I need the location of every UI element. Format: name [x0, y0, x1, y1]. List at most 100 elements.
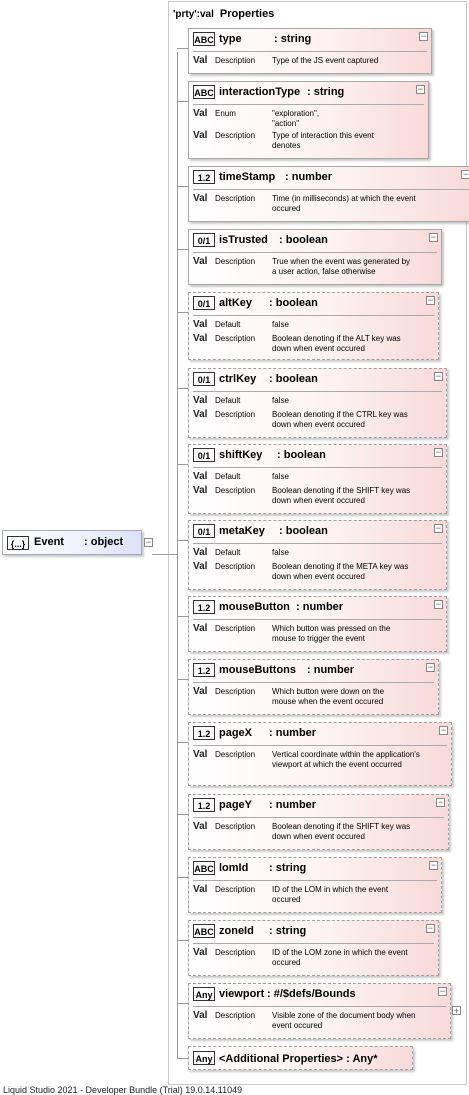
property-type: : number [269, 799, 317, 811]
attribute-label: Description [215, 750, 256, 759]
collapse-button[interactable]: − [434, 523, 443, 533]
attribute-label: Description [215, 257, 256, 266]
val-icon: Val [193, 623, 208, 634]
attribute-value: Which button was pressed on the mouse to… [272, 624, 391, 643]
property-connector [177, 679, 188, 680]
val-icon: Val [193, 686, 208, 697]
collapse-button[interactable]: − [426, 923, 435, 933]
card-divider [193, 880, 437, 881]
property-connector [177, 814, 188, 815]
property-name: mouseButtons [219, 664, 296, 676]
attribute-label: Default [215, 396, 241, 405]
attribute-value: Type of the JS event captured [272, 56, 379, 65]
collapse-button[interactable]: − [436, 797, 445, 807]
collapse-button[interactable]: − [434, 599, 443, 609]
collapse-button[interactable]: − [439, 725, 448, 735]
connector-trunk [177, 52, 178, 1058]
attribute-value: false [272, 472, 289, 481]
additional-properties-node[interactable]: Any<Additional Properties> : Any* [188, 1046, 413, 1070]
footer-status: Liquid Studio 2021 - Developer Bundle (T… [3, 1085, 243, 1095]
collapse-button[interactable]: − [429, 860, 438, 870]
val-icon: Val [193, 821, 208, 832]
attribute-label: Description [215, 948, 256, 957]
properties-prefix: 'prty':val [173, 9, 214, 20]
attribute-value: Boolean denoting if the CTRL key was dow… [272, 410, 408, 429]
card-divider [193, 817, 444, 818]
property-connector [177, 742, 188, 743]
card-divider [193, 51, 427, 52]
type-icon-12: 1.2 [193, 170, 215, 184]
attribute-label: Description [215, 562, 256, 571]
property-name: viewport [219, 988, 265, 1000]
property-connector [177, 48, 188, 49]
property-connector [177, 877, 188, 878]
type-icon-01: 0/1 [193, 448, 215, 462]
collapse-button[interactable]: − [434, 371, 443, 381]
property-name: zoneId [219, 925, 254, 937]
type-icon-12: 1.2 [193, 663, 215, 677]
collapse-button[interactable]: − [438, 986, 447, 996]
val-icon: Val [193, 108, 208, 119]
event-type: : object [84, 536, 124, 548]
attribute-label: Description [215, 56, 256, 65]
collapse-button[interactable]: − [426, 662, 435, 672]
attribute-label: Description [215, 131, 256, 140]
card-divider [193, 104, 424, 105]
properties-header: 'prty':val Properties [173, 8, 274, 20]
collapse-button[interactable]: − [461, 169, 469, 179]
property-connector [177, 540, 188, 541]
property-connector [177, 186, 188, 187]
val-icon: Val [193, 333, 208, 344]
type-icon-01: 0/1 [193, 524, 215, 538]
val-icon: Val [193, 471, 208, 482]
property-connector [177, 249, 188, 250]
property-name: timeStamp [219, 171, 276, 183]
collapse-button[interactable]: − [426, 295, 435, 305]
attribute-value: ID of the LOM in which the event occured [272, 885, 389, 904]
val-icon: Val [193, 395, 208, 406]
property-name: interactionType [219, 86, 301, 98]
properties-title: Properties [219, 8, 275, 20]
type-icon-ABC: ABC [193, 32, 215, 46]
property-connector [177, 464, 188, 465]
type-icon-12: 1.2 [193, 600, 215, 614]
event-collapse-button[interactable]: − [144, 537, 153, 547]
collapse-button[interactable]: − [434, 447, 443, 457]
card-divider [193, 745, 447, 746]
property-type: : number [269, 727, 317, 739]
type-icon-01: 0/1 [193, 296, 215, 310]
property-type: : string [269, 862, 307, 874]
property-type: : boolean [279, 525, 328, 537]
collapse-button[interactable]: − [419, 31, 428, 41]
collapse-button[interactable]: − [429, 232, 438, 242]
property-type: : boolean [269, 297, 318, 309]
viewport-expand-button[interactable]: + [452, 1006, 461, 1016]
property-connector [177, 1003, 188, 1004]
type-icon-Any: Any [193, 987, 215, 1001]
event-object-node[interactable]: {...} Event : object [2, 530, 142, 555]
collapse-button[interactable]: − [416, 84, 425, 94]
property-name: pageX [219, 727, 253, 739]
attribute-value: Type of interaction this event denotes [272, 131, 374, 150]
